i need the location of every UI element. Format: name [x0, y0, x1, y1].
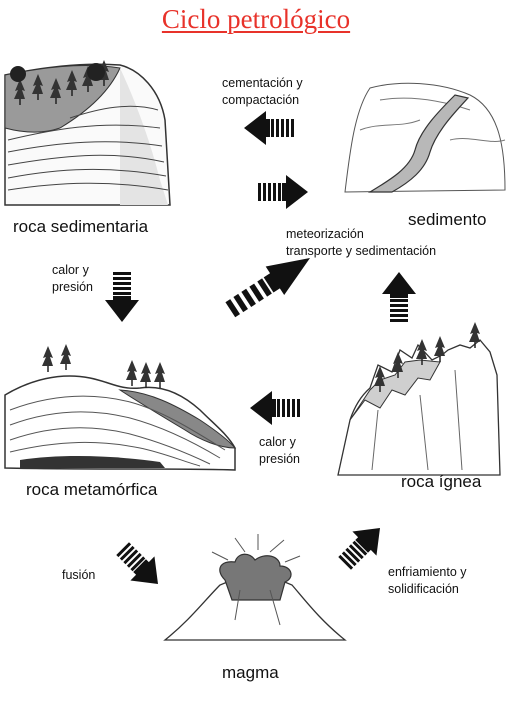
label-magma: magma — [222, 663, 279, 682]
arrow-heat-pressure-down — [105, 272, 139, 322]
label-cementation-line1: cementación y — [222, 76, 303, 90]
label-heat-pressure-right-line1: calor y — [259, 435, 296, 449]
igneous-rock-illustration — [337, 321, 501, 476]
label-metamorphic-rock: roca metamórfica — [26, 480, 158, 499]
arrow-weathering-right — [258, 175, 308, 209]
label-cooling-line1: enfriamiento y — [388, 565, 467, 579]
label-weathering: meteorización transporte y sedimentación — [286, 226, 436, 260]
label-sediment: sedimento — [408, 210, 487, 229]
label-cementation-line2: compactación — [222, 93, 300, 107]
label-heat-pressure-right: calor y presión — [259, 434, 300, 468]
label-weathering-line2: transporte y sedimentación — [286, 244, 437, 258]
label-heat-pressure-left-line1: calor y — [52, 263, 89, 277]
sedimentary-rock-illustration — [4, 59, 171, 206]
sediment-illustration — [344, 82, 506, 193]
arrow-cementation — [244, 111, 294, 145]
arrow-melting — [110, 536, 171, 597]
label-igneous-rock: roca ígnea — [401, 472, 482, 491]
label-heat-pressure-left: calor y presión — [52, 262, 93, 296]
metamorphic-rock-illustration — [4, 343, 237, 471]
arrow-sediment-up — [382, 272, 416, 322]
diagram-title: Ciclo petrológico — [161, 4, 351, 34]
label-heat-pressure-right-line2: presión — [259, 452, 300, 466]
arrow-heat-pressure-left — [250, 391, 300, 425]
arrow-cooling — [332, 515, 393, 576]
label-weathering-line1: meteorización — [286, 227, 364, 241]
label-heat-pressure-left-line2: presión — [52, 280, 93, 294]
magma-illustration — [163, 534, 347, 641]
label-cooling: enfriamiento y solidificación — [388, 564, 467, 598]
label-cooling-line2: solidificación — [388, 582, 459, 596]
label-sedimentary-rock: roca sedimentaria — [13, 217, 149, 236]
label-cementation: cementación y compactación — [222, 75, 303, 109]
label-melting: fusión — [62, 568, 96, 582]
